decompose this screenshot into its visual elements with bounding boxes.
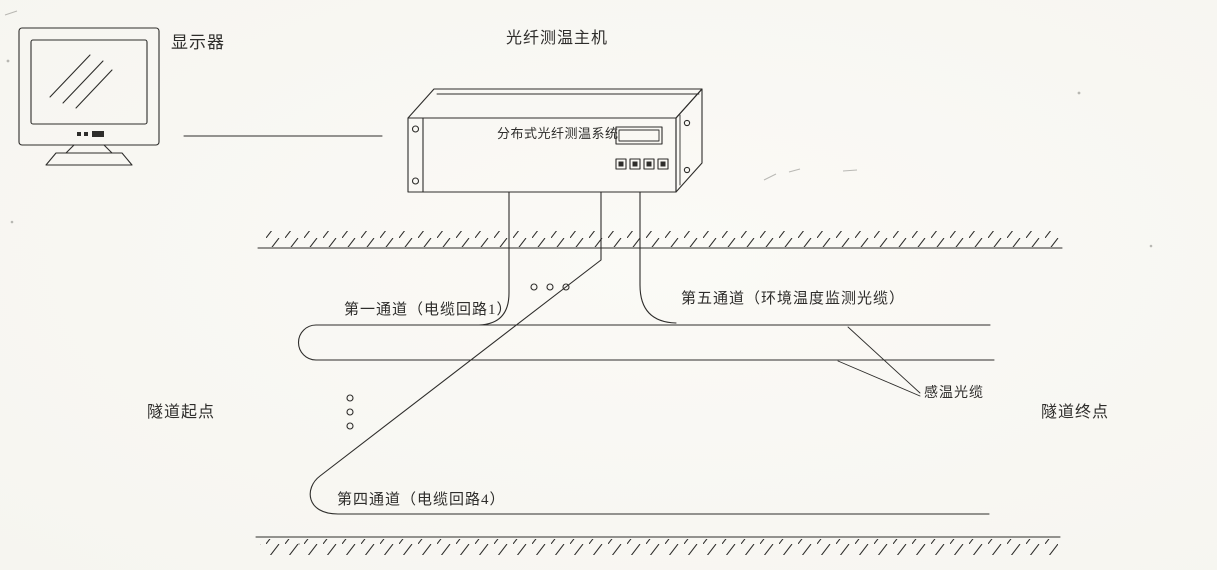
tunnel-floor-hatch — [255, 536, 1061, 555]
channel-4-loop-cable — [309, 191, 990, 515]
host-device-drawing — [407, 88, 703, 193]
device-front-panel-label: 分布式光纤测温系统 — [497, 126, 619, 141]
tunnel-start-label: 隧道起点 — [147, 404, 216, 421]
channel-4-label: 第四通道（电缆回路4） — [337, 492, 506, 508]
monitor-label: 显示器 — [171, 33, 225, 52]
channel-1-loop-cable — [297, 324, 995, 361]
channel-5-drop-line — [639, 191, 677, 324]
tunnel-end-label: 隧道终点 — [1041, 404, 1110, 421]
scan-specks — [4, 10, 1153, 545]
sensing-cable-leader-lines — [837, 326, 921, 397]
channel-5-label: 第五通道（环境温度监测光缆） — [681, 291, 906, 307]
monitor-drawing — [18, 27, 160, 166]
ellipsis-dots-horizontal — [530, 283, 570, 291]
sensing-cable-label: 感温光缆 — [924, 386, 984, 401]
channel-1-drop-line — [478, 191, 510, 326]
tunnel-ceiling-hatch — [257, 231, 1063, 249]
channel-1-label: 第一通道（电缆回路1） — [344, 302, 513, 318]
ellipsis-dots-vertical — [346, 394, 354, 430]
host-label: 光纤测温主机 — [506, 30, 609, 47]
cable-lines — [297, 191, 995, 515]
